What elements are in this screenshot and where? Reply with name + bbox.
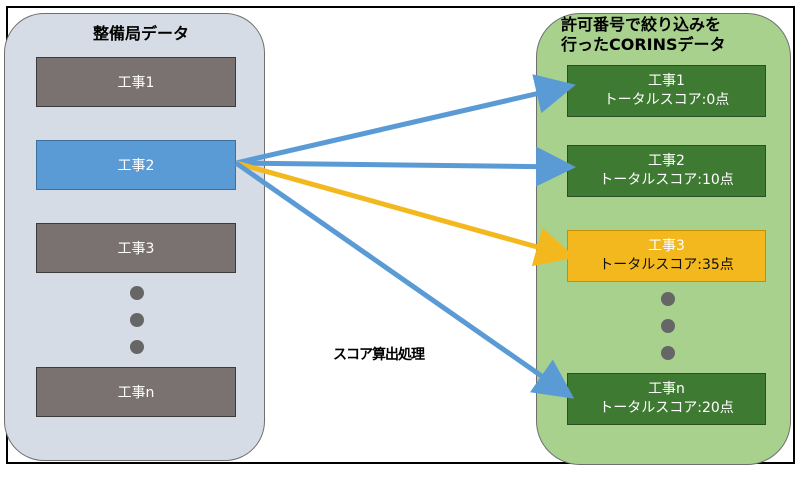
target-item-score: トータルスコア:35点 <box>599 257 734 273</box>
target-item-label: 工事3 <box>648 238 685 254</box>
ellipsis-dot <box>661 292 675 306</box>
target-item-1[interactable]: 工事1 トータルスコア:0点 <box>567 65 766 117</box>
target-panel-title-line2: 行ったCORINSデータ <box>561 35 726 54</box>
target-item-3-best[interactable]: 工事3 トータルスコア:35点 <box>567 230 766 282</box>
source-item-label: 工事3 <box>117 241 155 257</box>
source-panel-title: 整備局データ <box>92 24 189 43</box>
source-item-label: 工事n <box>117 385 155 401</box>
target-item-score: トータルスコア:20点 <box>599 400 734 416</box>
source-item-label: 工事1 <box>117 75 155 91</box>
target-item-score: トータルスコア:0点 <box>603 92 730 108</box>
ellipsis-dot <box>130 340 144 354</box>
ellipsis-dot <box>130 313 144 327</box>
target-panel-title: 許可番号で絞り込みを 行ったCORINSデータ <box>561 15 791 55</box>
target-item-2[interactable]: 工事2 トータルスコア:10点 <box>567 145 766 197</box>
source-item-2-selected[interactable]: 工事2 <box>36 140 236 190</box>
ellipsis-dot <box>130 286 144 300</box>
target-item-n[interactable]: 工事n トータルスコア:20点 <box>567 373 766 425</box>
ellipsis-dot <box>661 319 675 333</box>
source-item-1[interactable]: 工事1 <box>36 57 236 107</box>
ellipsis-dot <box>661 346 675 360</box>
target-item-score: トータルスコア:10点 <box>599 172 734 188</box>
target-panel-title-line1: 許可番号で絞り込みを <box>561 15 722 34</box>
source-item-3[interactable]: 工事3 <box>36 223 236 273</box>
source-item-n[interactable]: 工事n <box>36 367 236 417</box>
process-label: スコア算出処理 <box>333 347 425 363</box>
target-item-label: 工事n <box>648 381 685 397</box>
target-item-label: 工事1 <box>648 73 685 89</box>
target-item-label: 工事2 <box>648 153 685 169</box>
source-item-label: 工事2 <box>117 158 155 174</box>
